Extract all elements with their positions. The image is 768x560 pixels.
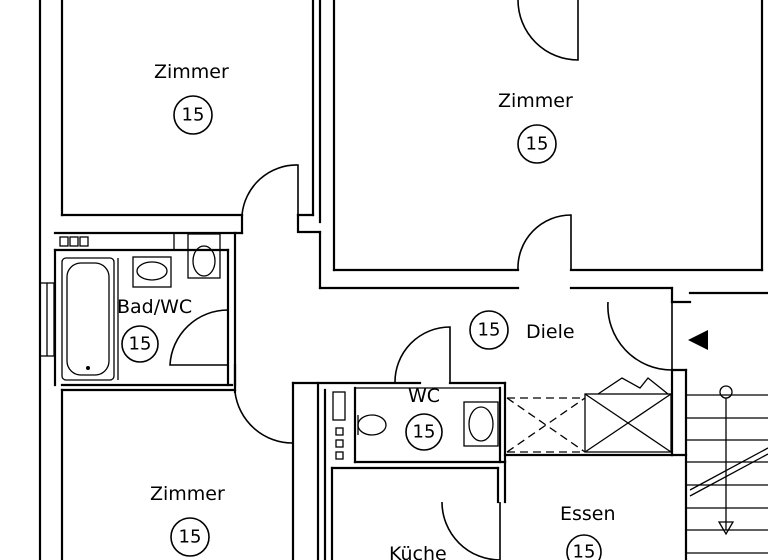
room-zimmer-bottom-left: Zimmer 15 (150, 483, 225, 557)
room-essen: Essen 15 (560, 503, 616, 560)
room-number: 15 (413, 422, 436, 443)
room-number: 15 (182, 105, 205, 126)
room-bad-wc: Bad/WC 15 (117, 296, 192, 363)
room-zimmer-top-right: Zimmer 15 (498, 90, 573, 164)
room-name: WC (408, 385, 440, 407)
room-name: Küche (389, 543, 447, 560)
room-name: Zimmer (150, 483, 225, 505)
fixtures (59, 233, 672, 460)
room-name: Diele (526, 321, 575, 343)
room-diele: 15 Diele (469, 310, 575, 350)
entrance-arrow-icon (688, 330, 708, 350)
room-number: 15 (478, 320, 501, 341)
room-wc: WC 15 (405, 385, 443, 451)
room-number: 15 (179, 527, 202, 548)
room-name: Bad/WC (117, 296, 192, 318)
room-zimmer-top-left: Zimmer 15 (154, 61, 229, 135)
room-number: 15 (526, 134, 549, 155)
room-name: Zimmer (498, 90, 573, 112)
doors (169, 0, 673, 560)
room-name: Essen (560, 503, 616, 525)
walls (38, 0, 768, 560)
room-number: 15 (129, 334, 152, 355)
room-name: Zimmer (154, 61, 229, 83)
staircase (686, 330, 768, 554)
room-kueche: Küche (389, 543, 447, 560)
room-number: 15 (573, 542, 596, 560)
